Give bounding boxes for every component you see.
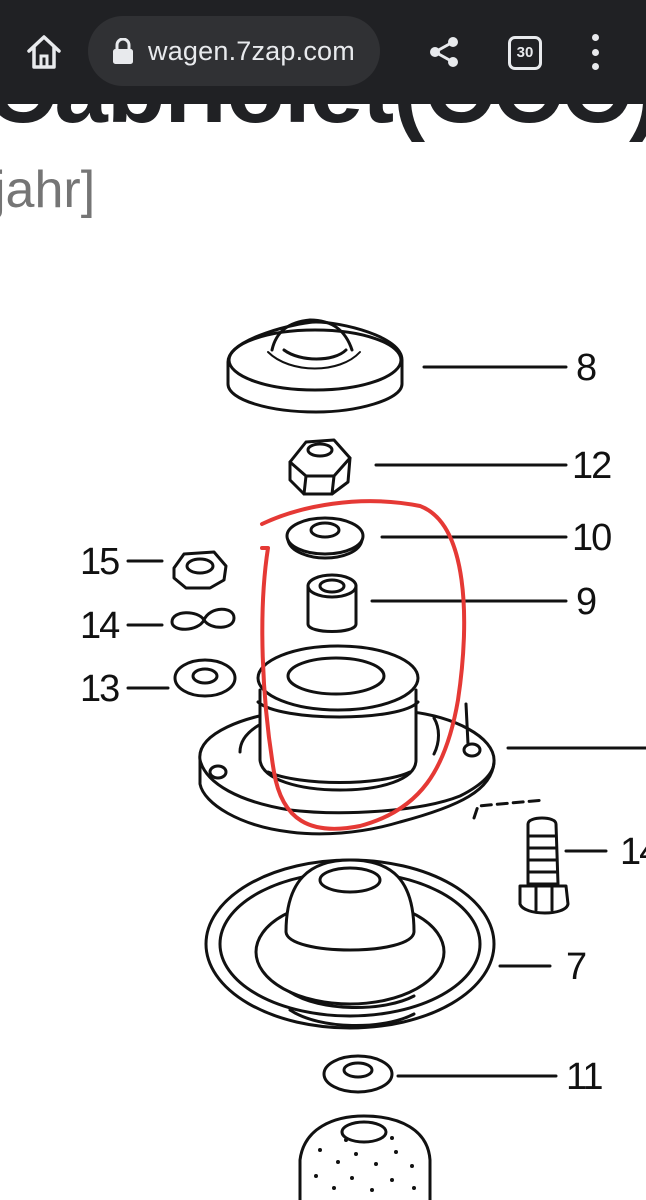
- callout-7: 7: [566, 946, 587, 988]
- part-12-nut: [288, 438, 352, 496]
- home-button[interactable]: [18, 26, 70, 78]
- part-11-washer: [322, 1054, 394, 1094]
- tab-count: 30: [516, 44, 534, 61]
- callout-8: 8: [576, 347, 597, 389]
- menu-dot: [591, 63, 599, 70]
- url-text: wagen.7zap.com: [148, 36, 355, 66]
- share-button[interactable]: [420, 26, 468, 78]
- overflow-menu-icon: [591, 34, 599, 41]
- overflow-menu-button[interactable]: [580, 28, 610, 76]
- callout-12: 12: [572, 445, 612, 487]
- menu-dot: [591, 48, 599, 56]
- parts-diagram[interactable]: 8 12 10 9 15 14 13 14 7 11: [0, 280, 646, 1200]
- part-14-lock-washer: [170, 607, 236, 631]
- address-bar[interactable]: wagen.7zap.com: [88, 16, 380, 86]
- part-10-washer: [285, 516, 365, 560]
- page-subtitle: jahr]: [0, 161, 96, 219]
- callout-11: 11: [566, 1056, 603, 1098]
- share-icon: [430, 37, 458, 67]
- part-15-nut: [172, 550, 228, 590]
- part-8-cap: [226, 318, 404, 414]
- part-7-plate: [204, 858, 496, 1030]
- callout-9: 9: [576, 581, 597, 623]
- tab-switcher-button[interactable]: 30: [502, 30, 546, 74]
- tab-switcher-icon: 30: [508, 36, 542, 70]
- part-9-sleeve: [306, 573, 358, 633]
- part-13-washer: [173, 658, 237, 698]
- browser-toolbar: wagen.7zap.com 30: [0, 0, 646, 104]
- callout-14-right: 14: [620, 831, 646, 873]
- parts-diagram-drawing: [126, 318, 646, 1200]
- lock-icon: [113, 38, 133, 64]
- callout-15: 15: [80, 541, 120, 583]
- strut-mount: [198, 644, 646, 836]
- callout-14: 14: [80, 605, 120, 647]
- red-highlight-circle: [260, 499, 467, 831]
- part-stud-bolt: [518, 816, 570, 915]
- callout-13: 13: [80, 668, 120, 710]
- home-icon: [27, 35, 61, 69]
- part-bump-stop: [298, 1114, 432, 1200]
- callout-10: 10: [572, 517, 612, 559]
